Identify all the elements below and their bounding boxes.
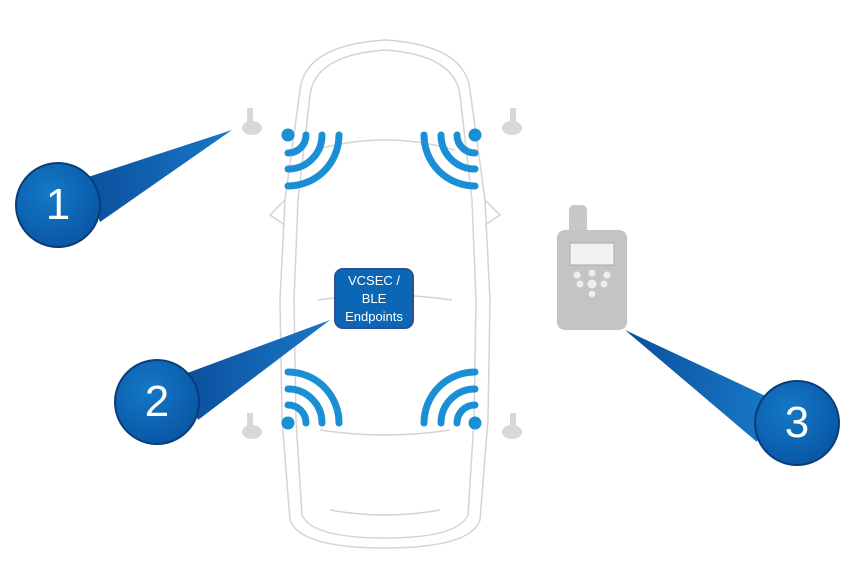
- signal-icon-rear-left: [281, 368, 343, 430]
- callout-2: 2: [114, 359, 200, 445]
- car-outline: [268, 39, 502, 549]
- tpms-sensor-rear-right: [502, 413, 522, 439]
- vcsec-ble-endpoints-box: VCSEC / BLE Endpoints: [334, 268, 414, 329]
- tpms-sensor-front-right: [502, 108, 522, 135]
- signal-icon-rear-right: [420, 368, 482, 430]
- endpoint-line-2: Endpoints: [345, 308, 403, 324]
- signal-icon-front-right: [420, 128, 482, 190]
- callout-pointer-2: [182, 320, 330, 420]
- endpoint-line-1: VCSEC / BLE: [347, 272, 400, 306]
- tpms-sensor-front-left: [242, 108, 262, 135]
- tpms-sensor-rear-left: [242, 413, 262, 439]
- callout-3: 3: [754, 380, 840, 466]
- tpms-tool-icon: [557, 205, 627, 330]
- callout-pointer-3: [625, 330, 770, 442]
- callout-1: 1: [15, 162, 101, 248]
- signal-icon-front-left: [281, 128, 343, 190]
- callout-pointer-1: [85, 130, 232, 222]
